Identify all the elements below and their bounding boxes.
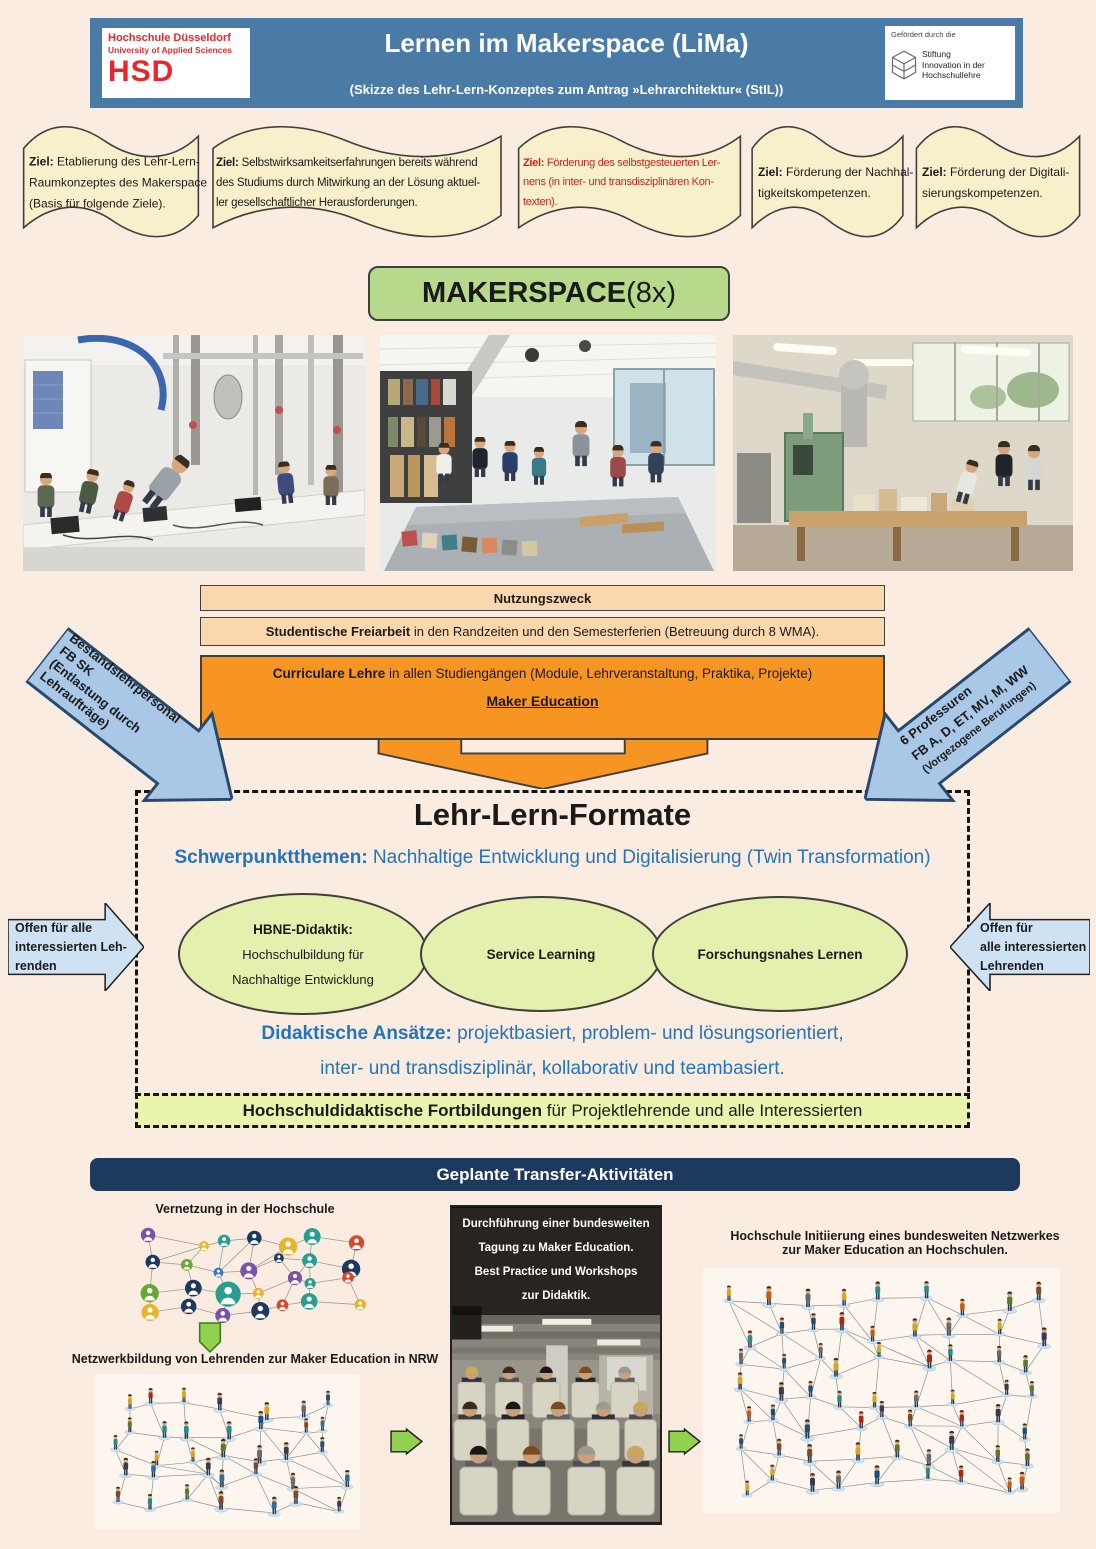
wave-shape bbox=[207, 122, 507, 244]
formats-title: Lehr-Lern-Formate bbox=[413, 797, 692, 832]
goal-text: Ziel: Etablierung des Lehr-Lern- Raumkon… bbox=[29, 154, 208, 211]
caption-network-hochschule: Vernetzung in der Hochschule bbox=[155, 1202, 335, 1216]
didactic-approaches-line1: Didaktische Ansätze: projektbasiert, pro… bbox=[261, 1023, 844, 1044]
funder-logo: Gefördert durch die Stiftung Innovation … bbox=[885, 26, 1015, 100]
ellipse-forschungsnahes-lernen: Forschungsnahes Lernen bbox=[652, 896, 908, 1012]
makerspace-banner: MAKERSPACE (8x) bbox=[368, 266, 730, 321]
wave-shape bbox=[749, 122, 906, 244]
focus-topics: Schwerpunktthemen: Nachhaltige Entwicklu… bbox=[174, 847, 931, 868]
goal-banner-3: Ziel: Förderung des selbstgesteuerten Le… bbox=[514, 122, 745, 244]
conference-photo: Durchführung einer bundesweiten Tagung z… bbox=[450, 1205, 662, 1525]
network-people-national-illustration bbox=[703, 1268, 1060, 1513]
arrow-left-icon bbox=[950, 903, 1090, 991]
hsd-subname: University of Applied Sciences bbox=[108, 44, 232, 55]
wave-shape bbox=[514, 122, 745, 244]
caption-network-nrw: Netzwerkbildung von Lehrenden zur Maker … bbox=[71, 1352, 439, 1366]
photo-wood-workshop bbox=[733, 335, 1073, 571]
ellipse-hbne: HBNE-Didaktik: Hochschulbildung für Nach… bbox=[178, 893, 428, 1015]
ellipse-service-learning: Service Learning bbox=[420, 896, 662, 1012]
lehr-lern-formate-box: Lehr-Lern-Formate Schwerpunktthemen: Nac… bbox=[135, 790, 970, 1128]
transfer-banner: Geplante Transfer-Aktivitäten bbox=[90, 1158, 1020, 1191]
open-arrow-right: Offen für alle interessierten Lehrenden bbox=[950, 903, 1090, 991]
staff-arrow-left: Bestandslehrpersonal FB SK (Entlastung d… bbox=[11, 608, 269, 846]
green-right-arrow-2 bbox=[668, 1428, 701, 1455]
wave-shape bbox=[20, 122, 202, 244]
hsd-logo: Hochschule Düsseldorf University of Appl… bbox=[102, 28, 250, 98]
free-work-bar: Studentische Freiarbeit in den Randzeite… bbox=[200, 617, 885, 646]
goal-banner-4: Ziel: Förderung der Nachhal- tigkeitskom… bbox=[749, 122, 914, 244]
hsd-name: Hochschule Düsseldorf bbox=[108, 32, 231, 44]
maker-education-label: Maker Education bbox=[486, 693, 599, 709]
goal-text: Ziel: Förderung der Nachhal- tigkeitskom… bbox=[758, 165, 914, 200]
header-bar: Hochschule Düsseldorf University of Appl… bbox=[90, 18, 1023, 108]
wave-shape bbox=[913, 122, 1083, 244]
cube-icon bbox=[891, 50, 917, 80]
block-arrow-left bbox=[863, 626, 1073, 803]
photo-electronics-lab bbox=[23, 335, 365, 571]
training-bar: Hochschuldidaktische Fortbildungen für P… bbox=[135, 1093, 970, 1128]
goal-text: Ziel: Förderung des selbstgesteuerten Le… bbox=[523, 157, 721, 208]
photo-materials-workshop bbox=[380, 335, 716, 571]
staff-arrow-right: 6 Professuren FB A, D, ET, MV, M, WW (Vo… bbox=[829, 608, 1087, 846]
curricular-box: Curriculare Lehre in allen Studiengängen… bbox=[200, 655, 885, 740]
open-arrow-left: Offen für alle interessierten Leh- rende… bbox=[8, 903, 144, 991]
goal-banner-1: Ziel: Etablierung des Lehr-Lern- Raumkon… bbox=[20, 122, 208, 244]
funder-name: Stiftung Innovation in der Hochschullehr… bbox=[922, 49, 985, 81]
conference-caption: Durchführung einer bundesweiten Tagung z… bbox=[452, 1207, 660, 1315]
down-arrowhead bbox=[372, 738, 714, 790]
goal-text: Ziel: Förderung der Digitali- sierungsko… bbox=[922, 165, 1070, 200]
page-subtitle: (Skizze des Lehr-Lern-Konzeptes zum Antr… bbox=[349, 82, 784, 97]
arrow-right-icon bbox=[8, 903, 144, 991]
goal-text: Ziel: Selbstwirksamkeitserfahrungen bere… bbox=[216, 156, 481, 210]
network-avatars-illustration bbox=[140, 1227, 366, 1324]
goal-banner-2: Ziel: Selbstwirksamkeitserfahrungen bere… bbox=[207, 122, 507, 244]
hsd-acronym: HSD bbox=[108, 54, 175, 88]
green-down-arrow bbox=[197, 1322, 223, 1353]
block-arrow-right bbox=[24, 626, 234, 803]
green-right-arrow-1 bbox=[390, 1428, 423, 1455]
network-people-nrw-illustration bbox=[95, 1374, 360, 1529]
didactic-approaches-line2: inter- und transdisziplinär, kollaborati… bbox=[320, 1058, 785, 1079]
goal-banner-5: Ziel: Förderung der Digitali- sierungsko… bbox=[913, 122, 1083, 244]
usage-header-bar: Nutzungszweck bbox=[200, 585, 885, 611]
funder-pre: Gefördert durch die bbox=[891, 30, 956, 39]
caption-network-national: Hochschule Initiierung eines bundesweite… bbox=[730, 1229, 1060, 1257]
page-title: Lernen im Makerspace (LiMa) bbox=[384, 28, 749, 58]
